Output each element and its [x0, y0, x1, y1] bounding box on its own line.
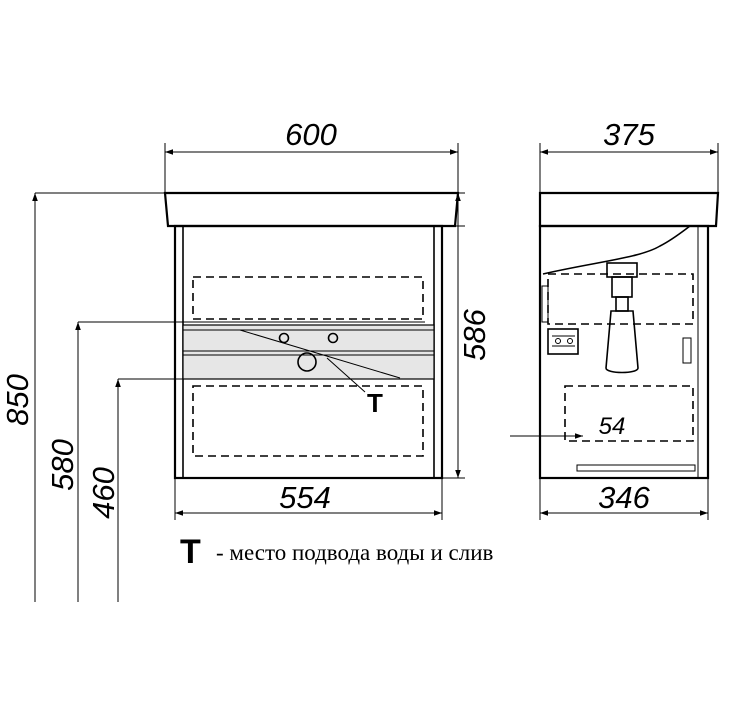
water-inlet-right — [327, 332, 339, 344]
front-basin — [163, 191, 460, 228]
legend-symbol: T — [180, 533, 201, 571]
dim-460-label: 460 — [86, 467, 121, 519]
legend-text: - место подвода воды и слив — [216, 540, 493, 565]
front-cabinet-outer — [173, 224, 444, 480]
dim-375-label: 375 — [603, 117, 655, 152]
dim-side-depth-bottom: 346 — [539, 478, 709, 520]
side-view: 54 — [510, 191, 720, 480]
dim-586-label: 586 — [457, 308, 492, 360]
dim-554-label: 554 — [279, 480, 331, 515]
dim-side-depth-top: 375 — [539, 117, 719, 193]
dim-580-label: 580 — [45, 439, 80, 491]
t-marker: T — [367, 388, 383, 418]
drain-outlet — [297, 352, 317, 372]
side-cabinet-outer — [538, 224, 710, 480]
dim-346-label: 346 — [598, 480, 650, 515]
dim-upper-height: 580 — [45, 321, 425, 602]
front-lower-drawer — [192, 385, 424, 457]
front-view: T — [163, 191, 460, 480]
dim-cabinet-width: 554 — [174, 478, 443, 520]
dim-total-height: 850 — [0, 192, 165, 602]
dim-54-label: 54 — [599, 413, 626, 440]
dim-top-width: 600 — [164, 117, 459, 193]
siphon — [605, 262, 639, 374]
plumbing-zone — [182, 324, 435, 380]
dim-850-label: 850 — [0, 374, 35, 426]
dim-lower-height: 460 — [86, 378, 300, 602]
dim-body-height: 586 — [442, 192, 492, 479]
front-upper-drawer — [192, 276, 424, 320]
legend: T - место подвода воды и слив — [180, 533, 493, 571]
water-inlet-left — [278, 332, 290, 344]
dim-600-label: 600 — [285, 117, 337, 152]
